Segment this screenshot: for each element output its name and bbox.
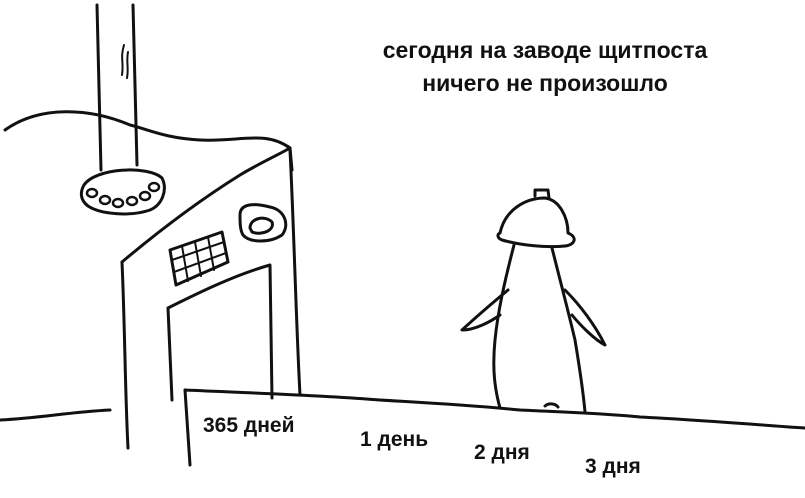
road-label-3-days: 3 дня xyxy=(585,455,641,478)
road-top-edge xyxy=(183,388,805,430)
chimney-mark xyxy=(121,44,129,79)
hard-hat xyxy=(496,196,576,249)
chimney xyxy=(95,3,139,172)
factory-window xyxy=(168,230,230,287)
road-label-365-days: 365 дней xyxy=(203,414,295,437)
hill-outline xyxy=(3,110,292,150)
factory-gauge xyxy=(238,203,288,243)
worker-body xyxy=(492,243,587,414)
road-label-2-days: 2 дня xyxy=(474,441,530,464)
worker-foot xyxy=(543,402,560,409)
factory-left-wall xyxy=(120,260,130,450)
caption-line-2: ничего не произошло xyxy=(422,70,668,96)
caption-line-1: сегодня на заводе щитпоста xyxy=(382,37,708,63)
road-label-1-day: 1 день xyxy=(360,428,429,451)
factory-door xyxy=(166,263,274,402)
chimney-bolts xyxy=(85,181,161,209)
road-left-edge xyxy=(183,388,192,467)
chimney-base xyxy=(79,168,166,216)
factory-roof xyxy=(120,146,292,264)
meme-caption: сегодня на заводе щитпоста ничего не про… xyxy=(300,34,790,100)
worker-arm-right xyxy=(563,288,607,347)
factory-gauge-inner xyxy=(248,216,274,235)
ground-line-left xyxy=(0,408,112,422)
factory-window-grid xyxy=(171,236,227,282)
hard-hat-top xyxy=(533,188,551,200)
factory-right-wall xyxy=(288,148,302,397)
worker-arm-left xyxy=(460,288,510,332)
